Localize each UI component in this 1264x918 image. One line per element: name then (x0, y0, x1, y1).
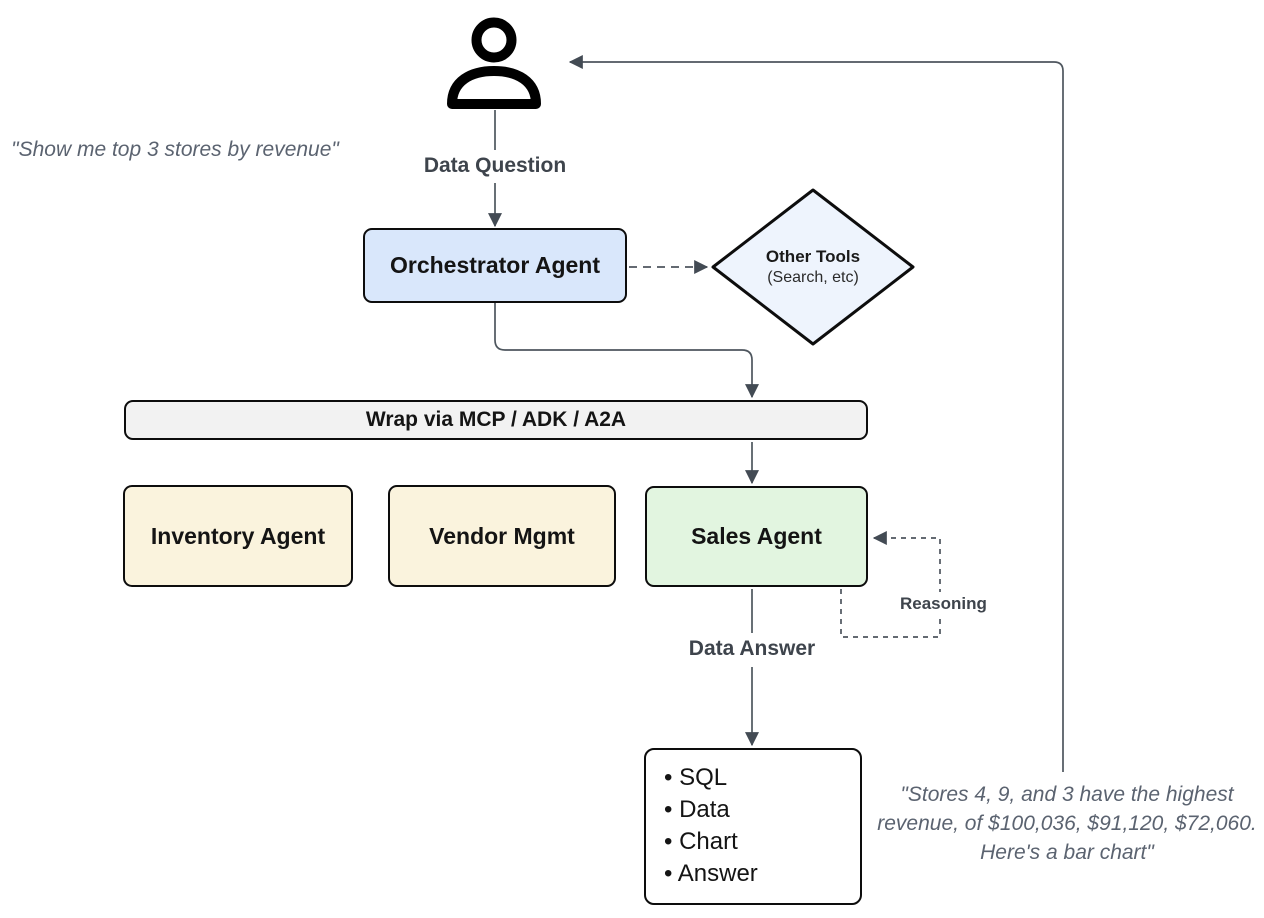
data-question-label: Data Question (423, 154, 567, 177)
other-tools-diamond-shape (711, 188, 915, 346)
vendor-mgmt-node: Vendor Mgmt (388, 485, 616, 587)
reasoning-loop-dashed-arrow (840, 531, 941, 638)
answer-quote-line-1: "Stores 4, 9, and 3 have the highest (900, 783, 1234, 806)
output-item-answer: Answer (664, 858, 860, 890)
data-answer-label: Data Answer (688, 637, 816, 660)
inventory-agent-node: Inventory Agent (123, 485, 353, 587)
output-item-sql: SQL (664, 762, 860, 794)
other-tools-subtitle: (Search, etc) (767, 269, 859, 286)
answer-quote: "Stores 4, 9, and 3 have the highest rev… (870, 780, 1264, 867)
user-icon (447, 17, 541, 109)
wrap-via-mcp-bar: Wrap via MCP / ADK / A2A (124, 400, 868, 440)
sales-agent-node: Sales Agent (645, 486, 868, 587)
output-item-chart: Chart (664, 826, 860, 858)
reasoning-label: Reasoning (894, 592, 993, 616)
output-artifacts-box: SQL Data Chart Answer (644, 748, 862, 905)
user-question-quote: "Show me top 3 stores by revenue" (11, 138, 339, 161)
other-tools-label-group: Other Tools (Search, etc) (713, 246, 913, 289)
answer-quote-line-3: Here's a bar chart" (980, 841, 1154, 864)
other-tools-title: Other Tools (765, 247, 861, 266)
output-item-data: Data (664, 794, 860, 826)
orchestrator-agent-node: Orchestrator Agent (363, 228, 627, 303)
feedback-to-user-arrow (568, 55, 1064, 772)
answer-quote-line-2: revenue, of $100,036, $91,120, $72,060. (877, 812, 1257, 835)
orchestrator-to-wrap-arrow (494, 303, 759, 399)
